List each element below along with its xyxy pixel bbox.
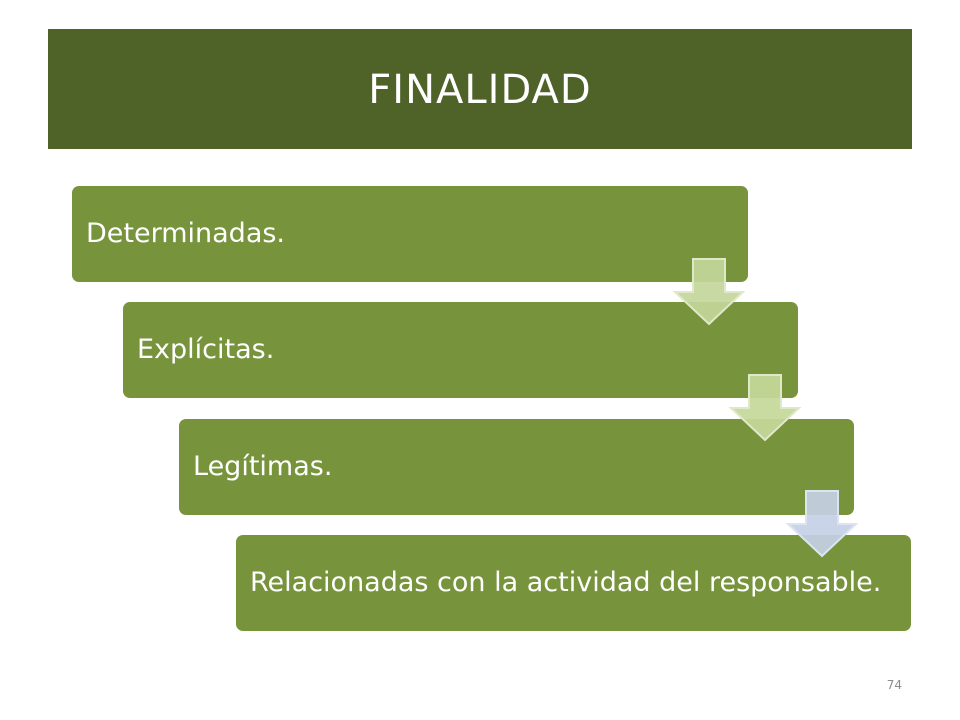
step-label: Legítimas. <box>193 451 333 482</box>
title-bar: FINALIDAD <box>48 29 912 149</box>
down-arrow-icon <box>673 258 745 326</box>
step-box-determinadas: Determinadas. <box>72 186 748 282</box>
page-title: FINALIDAD <box>368 67 592 113</box>
down-arrow-icon <box>729 374 801 442</box>
step-label: Relacionadas con la actividad del respon… <box>250 567 882 598</box>
step-label: Determinadas. <box>86 218 286 249</box>
slide-number: 74 <box>886 678 902 692</box>
step-box-legitimas: Legítimas. <box>179 419 854 515</box>
step-box-explicitas: Explícitas. <box>123 302 798 398</box>
down-arrow-icon <box>786 490 858 558</box>
step-label: Explícitas. <box>137 334 275 365</box>
step-box-relacionadas: Relacionadas con la actividad del respon… <box>236 535 911 631</box>
